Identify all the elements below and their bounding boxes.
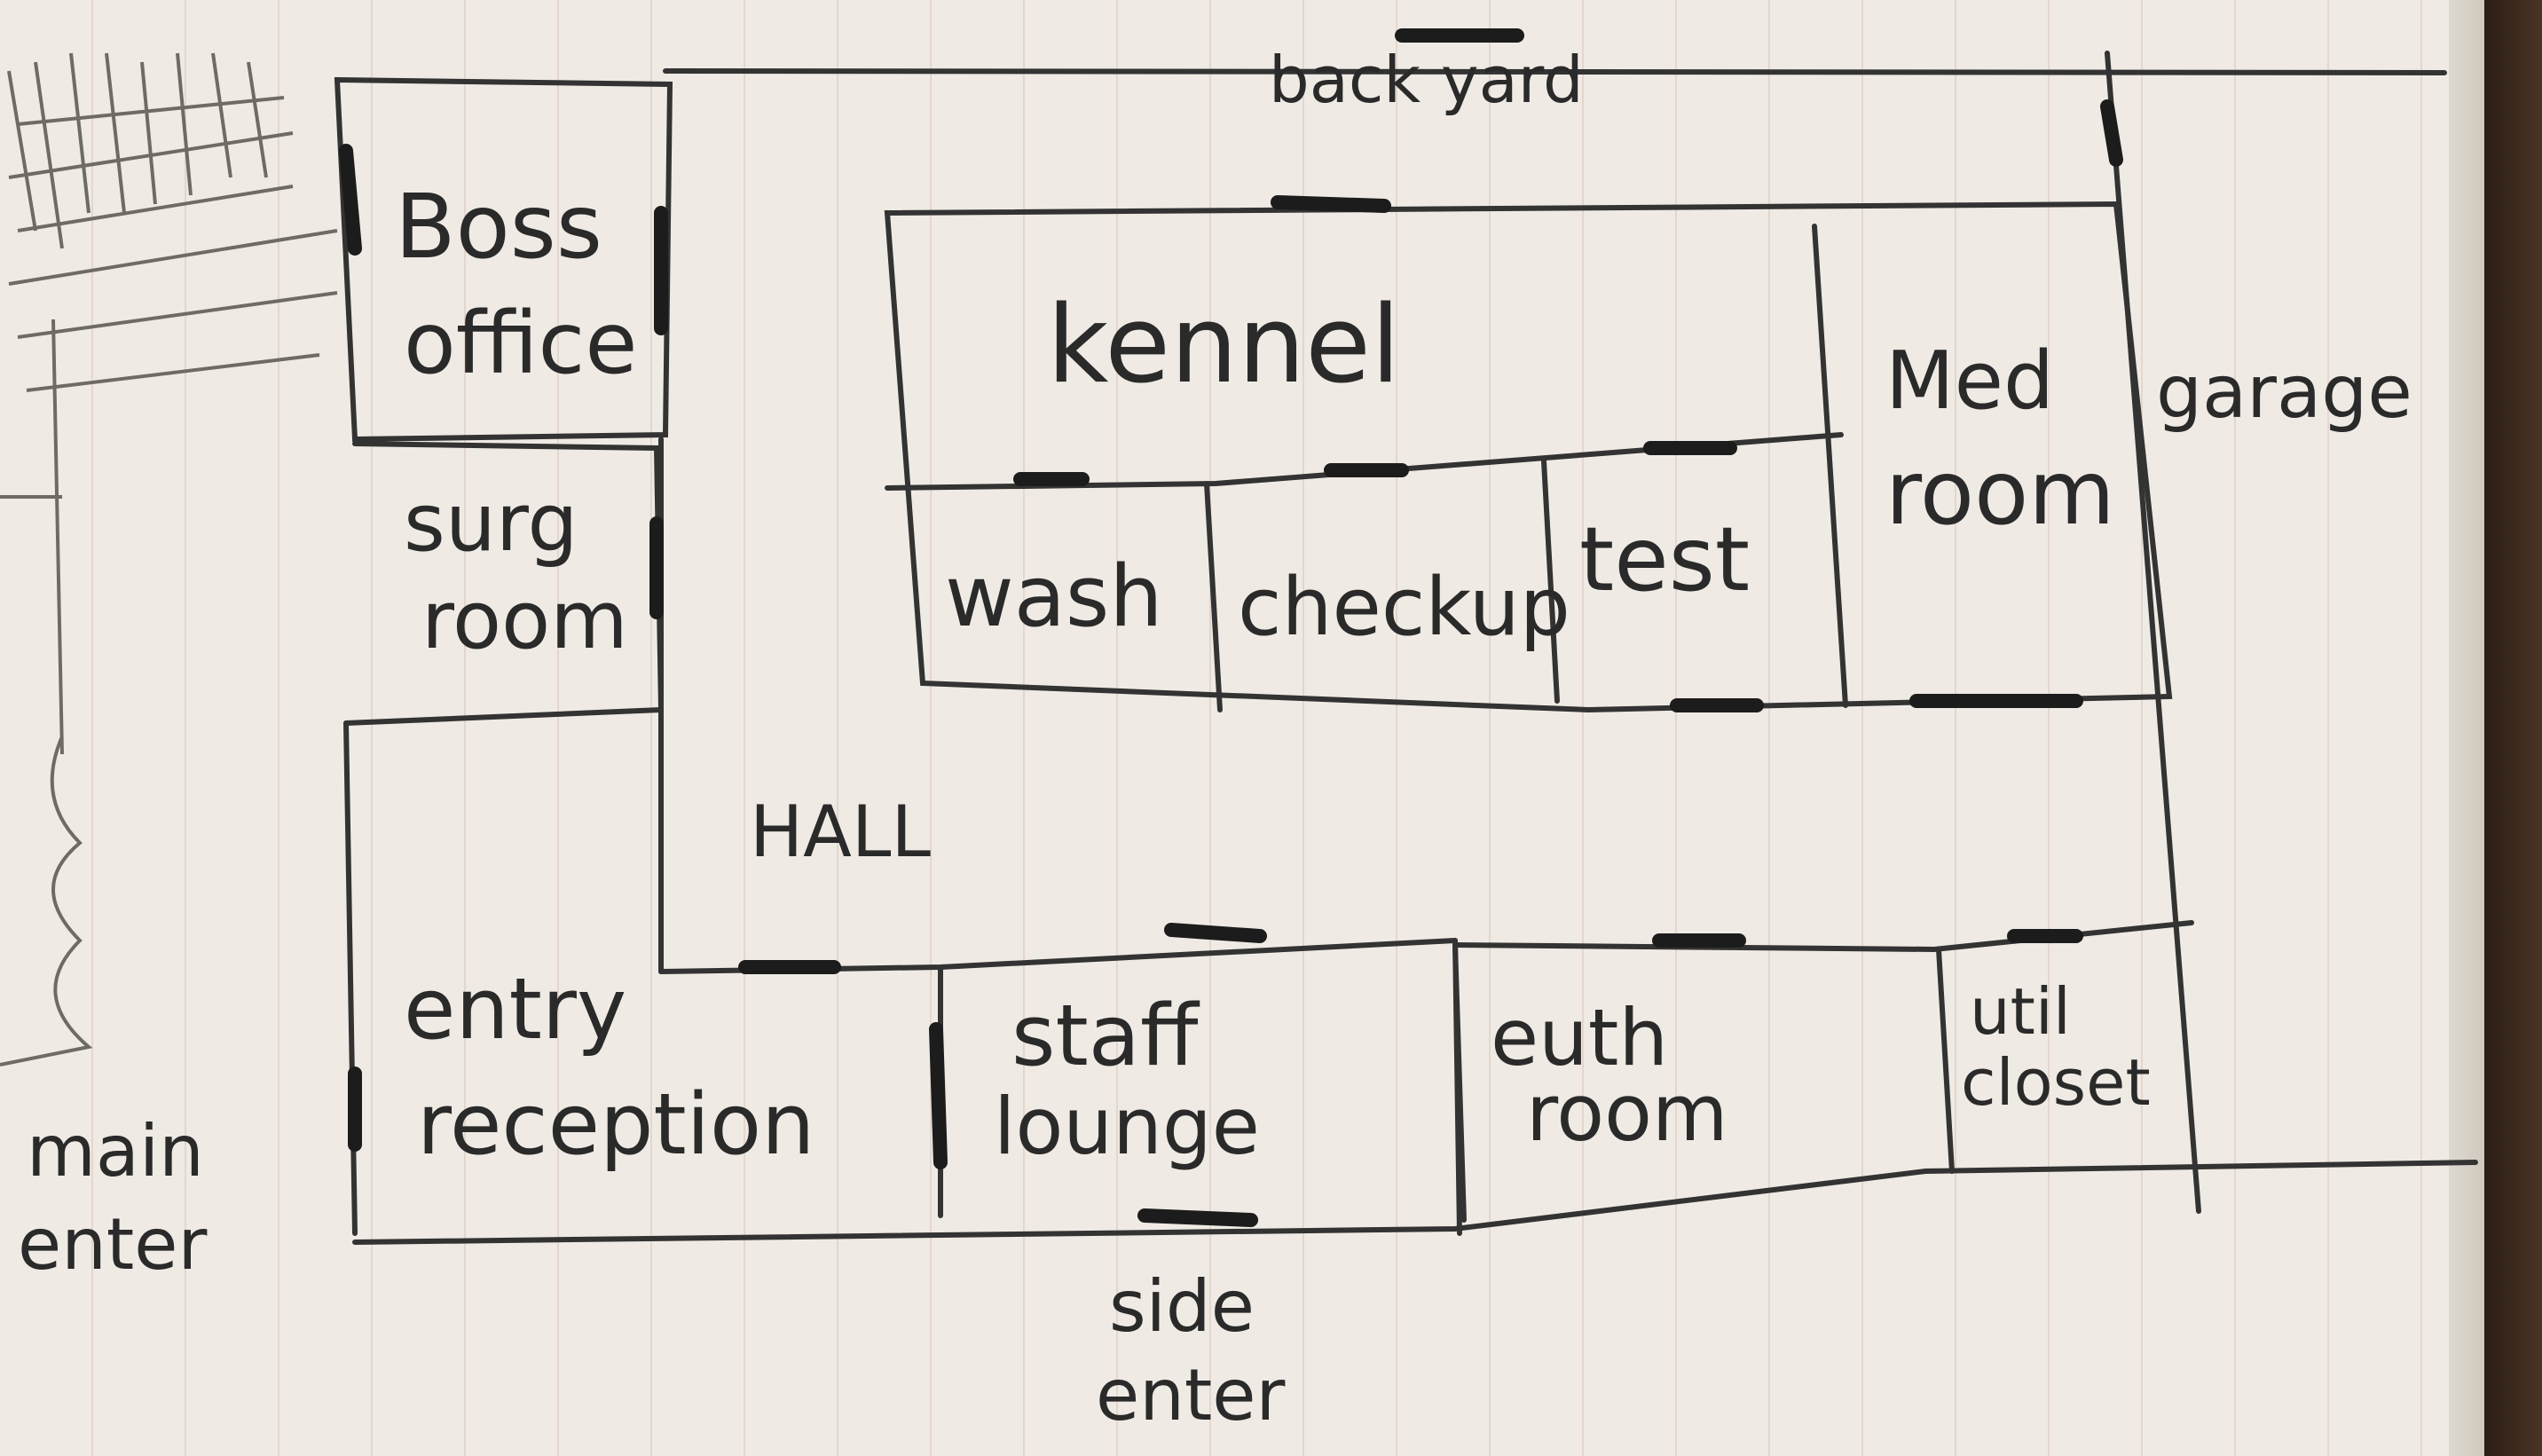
side-enter-label-line1: side (1109, 1265, 1255, 1348)
walls (334, 51, 2478, 1245)
doors (339, 28, 2123, 1227)
main-enter-label-line2: enter (18, 1203, 208, 1286)
med-room-label-line1: Med (1885, 334, 2054, 428)
entry-reception-label-line1: entry (404, 961, 626, 1059)
hall-label: HALL (750, 791, 931, 873)
labels: back yard garage Boss office surg room H… (18, 43, 2412, 1436)
checkup-label: checkup (1238, 561, 1570, 654)
exterior-doodle (0, 52, 338, 1066)
boss-office-label-line1: Boss (395, 175, 602, 279)
wash-label: wash (945, 548, 1163, 646)
side-enter-label-line2: enter (1096, 1354, 1286, 1436)
euth-room-label-line1: euth (1491, 992, 1668, 1083)
staff-lounge-label-line1: staff (1011, 988, 1200, 1085)
desk-background (2484, 0, 2542, 1456)
euth-room-label-line2: room (1526, 1067, 1728, 1159)
entry-reception-label-line2: reception (417, 1076, 815, 1174)
notebook-paper (0, 0, 2484, 1456)
garage-label: garage (2156, 350, 2412, 435)
surg-room-label-line1: surg (404, 476, 578, 570)
med-room-label-line2: room (1885, 441, 2115, 545)
staff-lounge-label-line2: lounge (994, 1081, 1260, 1172)
paper-edge (2449, 0, 2484, 1456)
test-label: test (1579, 508, 1750, 611)
back-yard-label: back yard (1269, 43, 1584, 117)
surg-room-label-line2: room (421, 574, 628, 667)
util-closet-label-line2: closet (1961, 1045, 2151, 1120)
boss-office-label-line2: office (404, 294, 637, 393)
util-closet-label-line1: util (1970, 974, 2071, 1049)
main-enter-label-line1: main (27, 1110, 204, 1192)
kennel-label: kennel (1047, 284, 1400, 407)
